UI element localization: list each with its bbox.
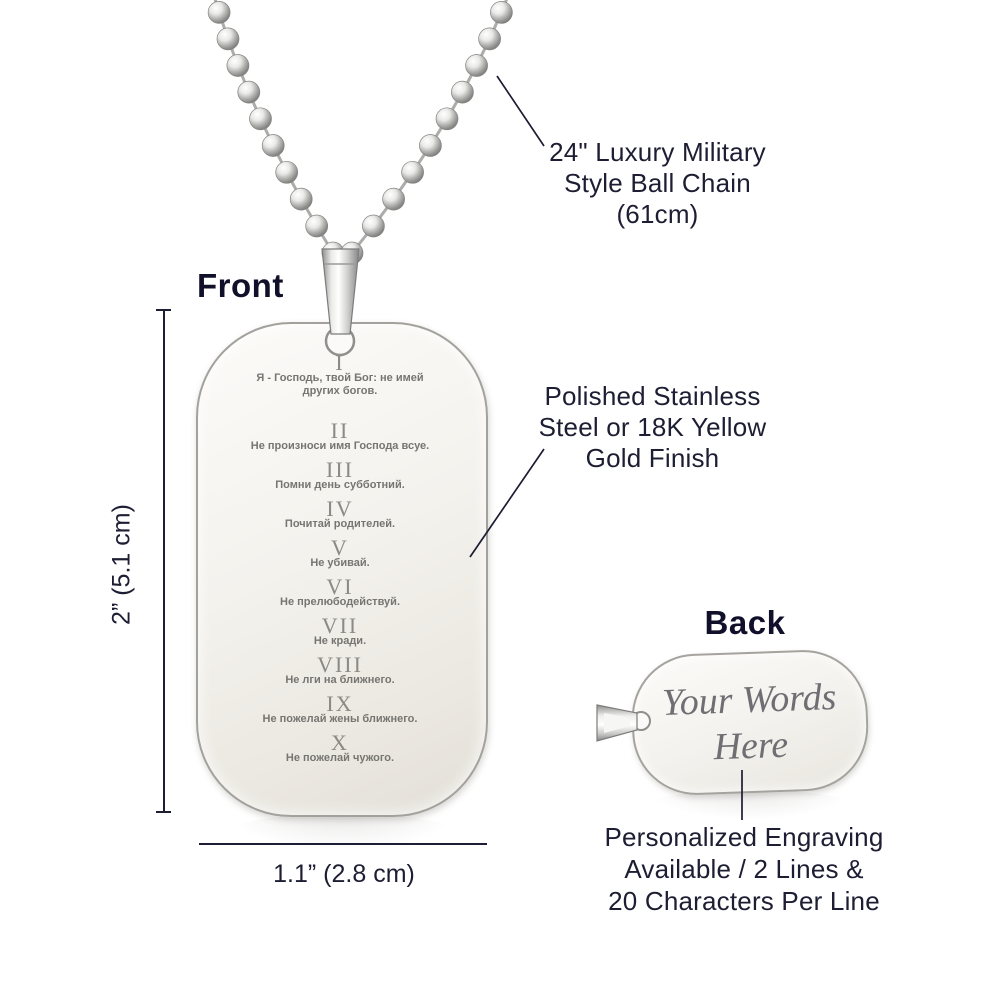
commandment-block: III Помни день субботний. <box>220 457 460 492</box>
front-tag-engraving: I Я - Господь, твой Бог: не имей других … <box>220 350 460 773</box>
commandment-block: IV Почитай родителей. <box>220 496 460 531</box>
finish-annotation: Polished Stainless Steel or 18K Yellow G… <box>538 381 767 473</box>
commandment-block: IX Не пожелай жены ближнего. <box>220 691 460 726</box>
chain-bead-icon <box>490 1 513 24</box>
commandment-text: Не пожелай жены ближнего. <box>262 713 418 725</box>
commandment-text: Я - Господь, твой Бог: не имей других бо… <box>256 372 424 397</box>
commandment-text: Не убивай. <box>310 557 370 569</box>
commandment-numeral: X <box>331 730 349 755</box>
dimension-tick-top <box>156 309 171 311</box>
commandment-numeral: III <box>326 457 354 482</box>
back-tag: Your Words Here <box>629 647 871 798</box>
commandment-text: Помни день субботний. <box>275 479 405 491</box>
chain-bead-icon <box>216 27 240 51</box>
commandment-block: X Не пожелай чужого. <box>220 730 460 765</box>
commandment-block: VIII Не лги на ближнего. <box>220 652 460 687</box>
commandment-block: V Не убивай. <box>220 535 460 570</box>
width-dimension-label: 1.1” (2.8 cm) <box>273 860 415 888</box>
chain-bead-icon <box>478 27 501 51</box>
personalization-annotation: Personalized Engraving Available / 2 Lin… <box>604 822 884 916</box>
chain-bead-icon <box>362 214 385 238</box>
back-tag-engraving: Your Words Here <box>661 675 838 768</box>
chain-bead-icon <box>435 107 459 131</box>
commandment-numeral: IV <box>326 496 354 521</box>
commandment-numeral: IX <box>326 691 354 716</box>
chain-bead-icon <box>305 214 329 238</box>
ball-chain <box>207 0 513 265</box>
chain-bead-icon <box>321 241 345 265</box>
callout-line-chain <box>496 75 545 147</box>
chain-bead-icon <box>261 134 285 157</box>
chain-bead-icon <box>401 160 424 184</box>
commandment-block: VI Не прелюбодействуй. <box>220 574 460 609</box>
back-bail-slot <box>604 713 630 733</box>
chain-annotation: 24" Luxury Military Style Ball Chain (61… <box>549 137 766 229</box>
chain-bead-icon <box>340 241 364 265</box>
commandment-block: I Я - Господь, твой Бог: не имей других … <box>220 350 460 398</box>
dimension-line-width <box>199 843 487 845</box>
commandment-text: Почитай родителей. <box>284 518 396 530</box>
chain-bead-icon <box>226 54 250 77</box>
chain-bead-icon <box>289 187 313 211</box>
commandment-numeral: V <box>331 535 349 560</box>
height-dimension-label: 2” (5.1 cm) <box>107 504 136 625</box>
chain-bead-icon <box>207 1 231 24</box>
chain-bead-icon <box>419 134 442 157</box>
dimension-tick-bottom <box>156 811 171 813</box>
commandment-numeral: VII <box>321 613 359 638</box>
commandment-block: II Не произноси имя Господа всуе. <box>220 418 460 453</box>
commandment-text: Не кради. <box>313 635 367 647</box>
commandment-block: VII Не кради. <box>220 613 460 648</box>
back-label: Back <box>704 604 786 641</box>
commandment-numeral: I <box>335 350 345 375</box>
commandment-numeral: VIII <box>317 652 363 677</box>
commandment-text: Не произноси имя Господа всуе. <box>250 440 430 452</box>
chain-bead-icon <box>451 80 474 104</box>
commandment-numeral: II <box>330 418 350 443</box>
commandment-text: Не лги на ближнего. <box>285 674 395 686</box>
front-label: Front <box>197 267 284 304</box>
chain-bead-icon <box>382 187 405 211</box>
chain-bead-icon <box>465 54 488 77</box>
chain-bead-icon <box>237 80 261 104</box>
commandment-text: Не пожелай чужого. <box>285 752 395 764</box>
dimension-line-height <box>163 309 165 813</box>
chain-bead-icon <box>275 160 299 184</box>
chain-bead-icon <box>249 107 272 131</box>
commandment-numeral: VI <box>326 574 354 599</box>
back-tag-reflection <box>648 790 852 820</box>
commandment-text: Не прелюбодействуй. <box>280 596 400 608</box>
front-tag <box>196 322 488 817</box>
